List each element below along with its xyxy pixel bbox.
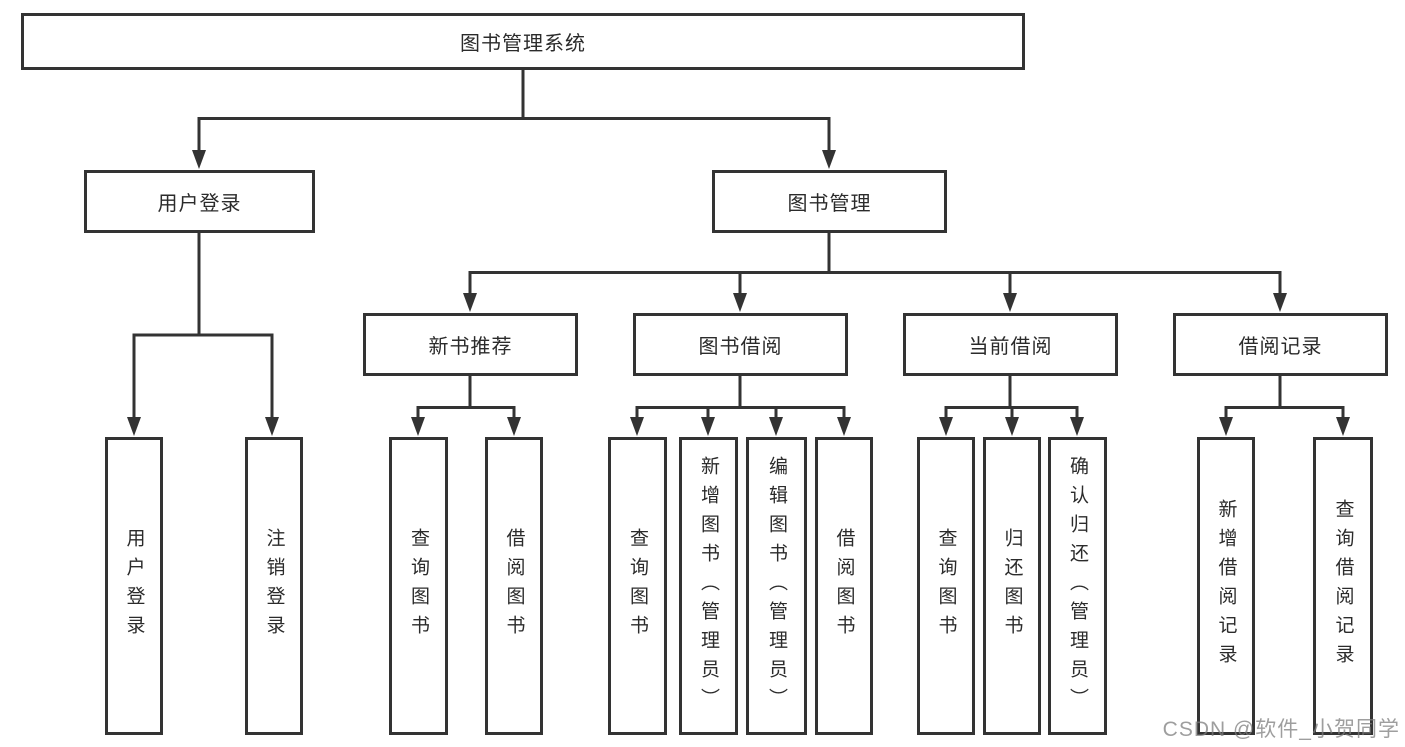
arrowhead bbox=[701, 417, 715, 436]
leaf-return-books: 归还图书 bbox=[983, 437, 1041, 735]
arrowhead bbox=[507, 417, 521, 436]
leaf-query-books-borrow: 查询图书 bbox=[608, 437, 667, 735]
connector-records-rail bbox=[1224, 376, 1345, 421]
arrowhead bbox=[1336, 417, 1350, 436]
connector-new-book-rail bbox=[416, 376, 516, 421]
arrowhead bbox=[733, 293, 747, 312]
arrowhead bbox=[411, 417, 425, 436]
arrowhead bbox=[1003, 293, 1017, 312]
leaf-borrow-books-borrow: 借阅图书 bbox=[815, 437, 873, 735]
leaf-user-login: 用户登录 bbox=[105, 437, 163, 735]
arrowhead bbox=[769, 417, 783, 436]
arrowheads bbox=[127, 150, 1350, 436]
arrowhead bbox=[463, 293, 477, 312]
node-book-management: 图书管理 bbox=[712, 170, 947, 233]
connector-book-mgmt-rail bbox=[468, 233, 1282, 297]
leaf-query-books-recommend: 查询图书 bbox=[389, 437, 448, 735]
node-root: 图书管理系统 bbox=[21, 13, 1025, 70]
node-current-borrowing: 当前借阅 bbox=[903, 313, 1118, 376]
arrowhead bbox=[1219, 417, 1233, 436]
arrowhead bbox=[1005, 417, 1019, 436]
connector-user-login-rail bbox=[132, 233, 274, 421]
connector-current-borrow-rail bbox=[944, 376, 1079, 421]
leaf-logout: 注销登录 bbox=[245, 437, 303, 735]
leaf-add-borrow-record: 新增借阅记录 bbox=[1197, 437, 1255, 735]
connector-book-borrow-rail bbox=[635, 376, 846, 421]
arrowhead bbox=[1070, 417, 1084, 436]
arrowhead bbox=[1273, 293, 1287, 312]
arrowhead bbox=[265, 417, 279, 436]
leaf-add-books-admin: 新增图书（管理员） bbox=[679, 437, 738, 735]
connector-root-rail bbox=[197, 70, 831, 152]
arrowhead bbox=[837, 417, 851, 436]
node-user-login: 用户登录 bbox=[84, 170, 315, 233]
leaf-confirm-return-admin: 确认归还（管理员） bbox=[1048, 437, 1107, 735]
arrowhead bbox=[127, 417, 141, 436]
arrowhead bbox=[630, 417, 644, 436]
leaf-edit-books-admin: 编辑图书（管理员） bbox=[746, 437, 807, 735]
leaf-query-borrow-record: 查询借阅记录 bbox=[1313, 437, 1373, 735]
arrowhead bbox=[939, 417, 953, 436]
node-new-book-recommendation: 新书推荐 bbox=[363, 313, 578, 376]
leaf-query-books-current: 查询图书 bbox=[917, 437, 975, 735]
node-book-borrowing: 图书借阅 bbox=[633, 313, 848, 376]
node-borrowing-records: 借阅记录 bbox=[1173, 313, 1388, 376]
arrowhead bbox=[822, 150, 836, 169]
leaf-borrow-books-recommend: 借阅图书 bbox=[485, 437, 543, 735]
arrowhead bbox=[192, 150, 206, 169]
